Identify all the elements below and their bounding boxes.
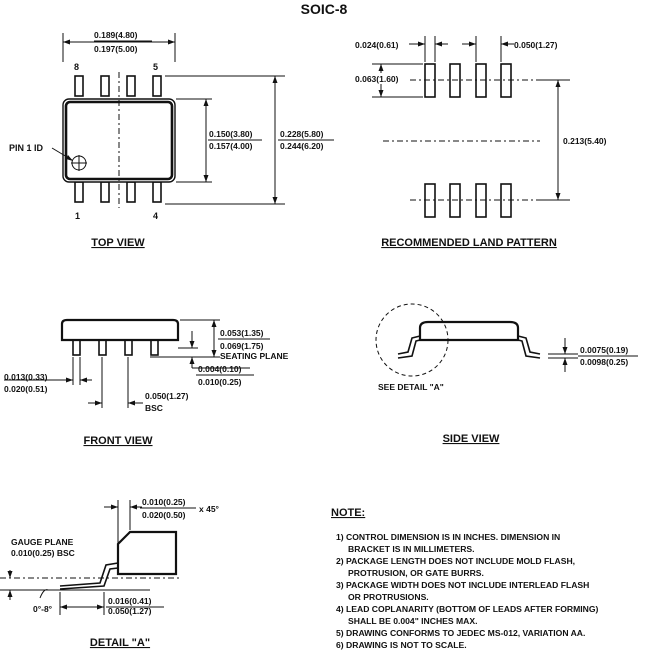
- land-pitch: 0.050(1.27): [514, 40, 558, 50]
- top-view: 0.189(4.80) 0.197(5.00) 8 5 PIN 1 ID 1 4: [9, 30, 334, 249]
- pin-8-label: 8: [74, 62, 79, 72]
- front-pitch-bsc: BSC: [145, 403, 163, 413]
- pin-1-label: 1: [75, 211, 80, 221]
- gauge-plane-label: GAUGE PLANE: [11, 537, 74, 547]
- top-package-body: [62, 98, 176, 183]
- pin-5-label: 5: [153, 62, 158, 72]
- notes-heading: NOTE:: [331, 507, 365, 519]
- detail-chamfer-max: 0.020(0.50): [142, 510, 186, 520]
- note-line: BRACKET IS IN MILLIMETERS.: [348, 544, 475, 554]
- top-overall-width-max: 0.244(6.20): [280, 141, 324, 151]
- front-lead-width-max: 0.020(0.51): [4, 384, 48, 394]
- top-body-width-min: 0.150(3.80): [209, 129, 253, 139]
- note-line: 5) DRAWING CONFORMS TO JEDEC MS-012, VAR…: [336, 628, 585, 638]
- side-thickness-max: 0.0098(0.25): [580, 357, 628, 367]
- land-pattern-view: 0.024(0.61) 0.050(1.27) 0.063(1.60) 0.21…: [352, 36, 607, 249]
- front-standoff-min: 0.004(0.10): [198, 364, 242, 374]
- detail-angle: 0°-8°: [33, 604, 53, 614]
- notes-block: NOTE: 1) CONTROL DIMENSION IS IN INCHES.…: [331, 507, 599, 650]
- land-pad-length: 0.063(1.60): [355, 74, 399, 84]
- drawing-title: SOIC-8: [301, 1, 348, 17]
- detail-chamfer-min: 0.010(0.25): [142, 497, 186, 507]
- detail-foot-min: 0.016(0.41): [108, 596, 152, 606]
- front-standoff-max: 0.010(0.25): [198, 377, 242, 387]
- top-body-width-max: 0.157(4.00): [209, 141, 253, 151]
- seating-plane-label: SEATING PLANE: [220, 351, 289, 361]
- land-pad-width: 0.024(0.61): [355, 40, 399, 50]
- note-line: PROTRUSION, OR GATE BURRS.: [348, 568, 484, 578]
- note-line: OR PROTRUSIONS.: [348, 592, 429, 602]
- note-line: 2) PACKAGE LENGTH DOES NOT INCLUDE MOLD …: [336, 556, 575, 566]
- detail-foot-max: 0.050(1.27): [108, 606, 152, 616]
- top-view-title: TOP VIEW: [91, 237, 145, 249]
- pin1-id-label: PIN 1 ID: [9, 143, 44, 153]
- side-view-title: SIDE VIEW: [443, 433, 500, 445]
- pin-4-label: 4: [153, 211, 158, 221]
- land-span: 0.213(5.40): [563, 136, 607, 146]
- gauge-plane-value: 0.010(0.25) BSC: [11, 548, 75, 558]
- top-body-length-min: 0.189(4.80): [94, 30, 138, 40]
- see-detail-label: SEE DETAIL "A": [378, 382, 444, 392]
- front-height-min: 0.053(1.35): [220, 328, 264, 338]
- top-overall-width-min: 0.228(5.80): [280, 129, 324, 139]
- note-line: 4) LEAD COPLANARITY (BOTTOM OF LEADS AFT…: [336, 604, 599, 614]
- front-lead-width-min: 0.013(0.33): [4, 372, 48, 382]
- detail-chamfer-angle: x 45°: [199, 504, 220, 514]
- note-line: 3) PACKAGE WIDTH DOES NOT INCLUDE INTERL…: [336, 580, 589, 590]
- front-height-max: 0.069(1.75): [220, 341, 264, 351]
- land-pattern-title: RECOMMENDED LAND PATTERN: [381, 237, 557, 249]
- detail-a-view: 0.010(0.25) 0.020(0.50) x 45° GAUGE PLAN…: [0, 497, 220, 649]
- front-view-title: FRONT VIEW: [83, 435, 153, 447]
- top-body-length-max: 0.197(5.00): [94, 44, 138, 54]
- front-pitch: 0.050(1.27): [145, 391, 189, 401]
- side-thickness-min: 0.0075(0.19): [580, 345, 628, 355]
- note-line: SHALL BE 0.004" INCHES MAX.: [348, 616, 478, 626]
- side-view: SEE DETAIL "A" 0.0075(0.19) 0.0098(0.25)…: [375, 303, 638, 445]
- note-line: 1) CONTROL DIMENSION IS IN INCHES. DIMEN…: [336, 532, 560, 542]
- detail-a-circle: [375, 303, 449, 377]
- front-view: 0.053(1.35) 0.069(1.75) SEATING PLANE 0.…: [4, 318, 289, 447]
- note-line: 6) DRAWING IS NOT TO SCALE.: [336, 640, 467, 650]
- detail-a-title: DETAIL "A": [90, 637, 150, 649]
